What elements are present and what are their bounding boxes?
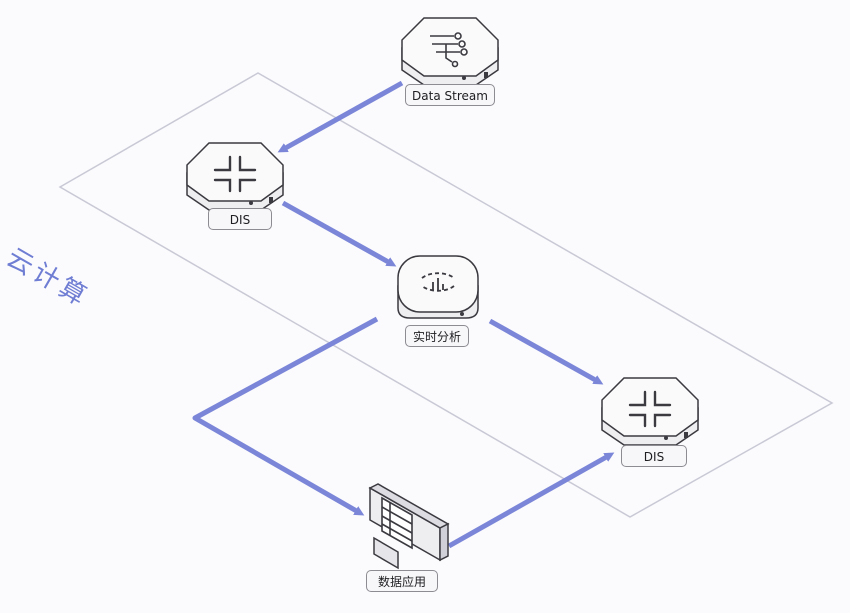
arrow-dis-to-analysis xyxy=(281,200,397,267)
dis-cross-arrows-icon xyxy=(213,155,257,193)
node-data-app[interactable] xyxy=(368,483,450,570)
data-stream-label: Data Stream xyxy=(405,84,495,106)
node-data-stream[interactable] xyxy=(401,17,499,86)
dis-right-label: DIS xyxy=(621,445,687,467)
analytics-icon xyxy=(421,272,455,292)
arrow-datastream-to-dis xyxy=(277,80,404,153)
arrow-analysis-to-dis xyxy=(488,318,604,385)
arrow-analysis-to-app xyxy=(192,316,379,516)
cloud-region-boundary xyxy=(58,72,834,518)
node-realtime-analysis[interactable] xyxy=(397,255,479,319)
node-dis-right[interactable] xyxy=(601,377,699,446)
monitor-list-icon xyxy=(381,496,413,550)
arrow-app-to-dis xyxy=(447,452,615,549)
dis-top-label: DIS xyxy=(208,208,272,230)
node-dis-top[interactable] xyxy=(186,142,284,211)
realtime-analysis-label: 实时分析 xyxy=(405,325,469,347)
data-app-label: 数据应用 xyxy=(366,570,438,592)
dis-cross-arrows-icon xyxy=(628,390,672,428)
flow-arrows xyxy=(192,80,615,549)
circuit-icon xyxy=(430,32,468,68)
